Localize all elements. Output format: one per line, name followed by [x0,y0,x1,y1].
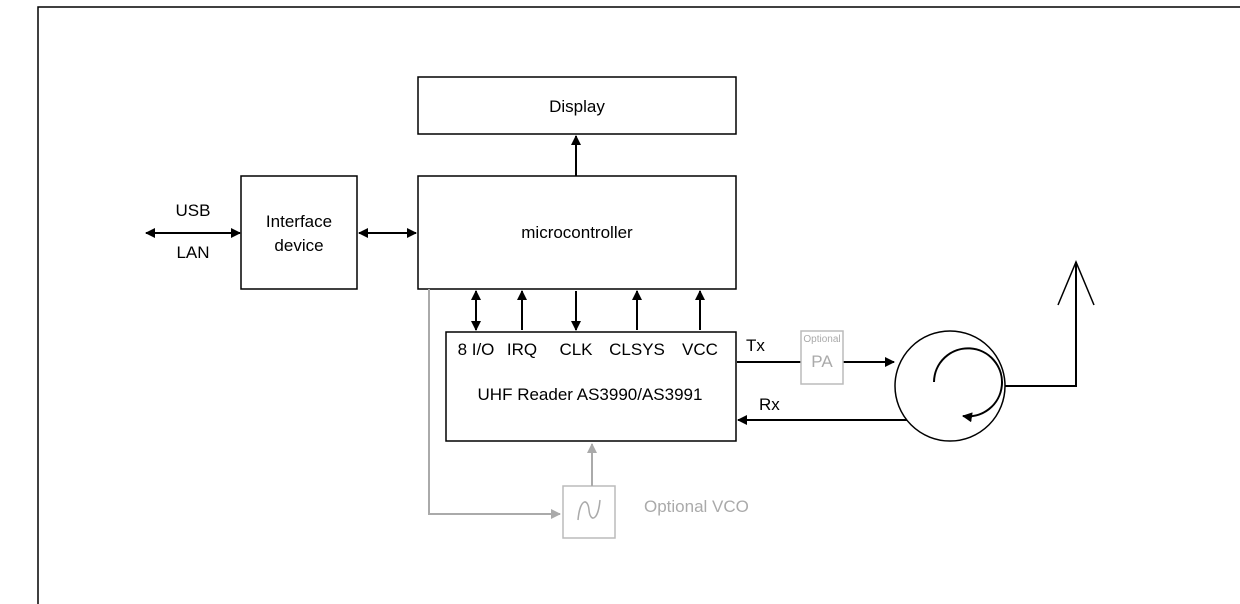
pa-block [800,330,844,385]
pin-irq-label: IRQ [507,340,537,359]
pa-optional-label: Optional [803,334,840,345]
microcontroller-block [417,175,737,290]
pin-clk-label: CLK [559,340,593,359]
antenna-icon [1057,260,1095,306]
circulator [894,330,1006,442]
tx-label: Tx [746,336,765,355]
uhf-reader-label: UHF Reader AS3990/AS3991 [478,385,703,404]
circulator-arrow [933,347,1003,423]
interface-device-label-1: Interface [266,212,332,231]
pin-clsys-label: CLSYS [609,340,665,359]
antenna-feed [1005,262,1077,387]
pin-vcc-label: VCC [682,340,718,359]
lan-label: LAN [176,243,209,262]
usb-label: USB [176,201,211,220]
pin-io-label: 8 I/O [458,340,495,359]
interface-device-block [240,175,358,290]
display-label: Display [549,97,605,116]
display-block [417,76,737,135]
microcontroller-label: microcontroller [521,223,633,242]
sine-wave-icon [577,499,601,521]
interface-device-label-2: device [274,236,323,255]
page-border [37,6,1240,604]
pa-label: PA [811,352,833,371]
uhf-reader-block [445,331,737,442]
rx-label: Rx [759,395,780,414]
arrow-mcu-to-vco [428,289,561,519]
vco-label: Optional VCO [644,497,749,516]
